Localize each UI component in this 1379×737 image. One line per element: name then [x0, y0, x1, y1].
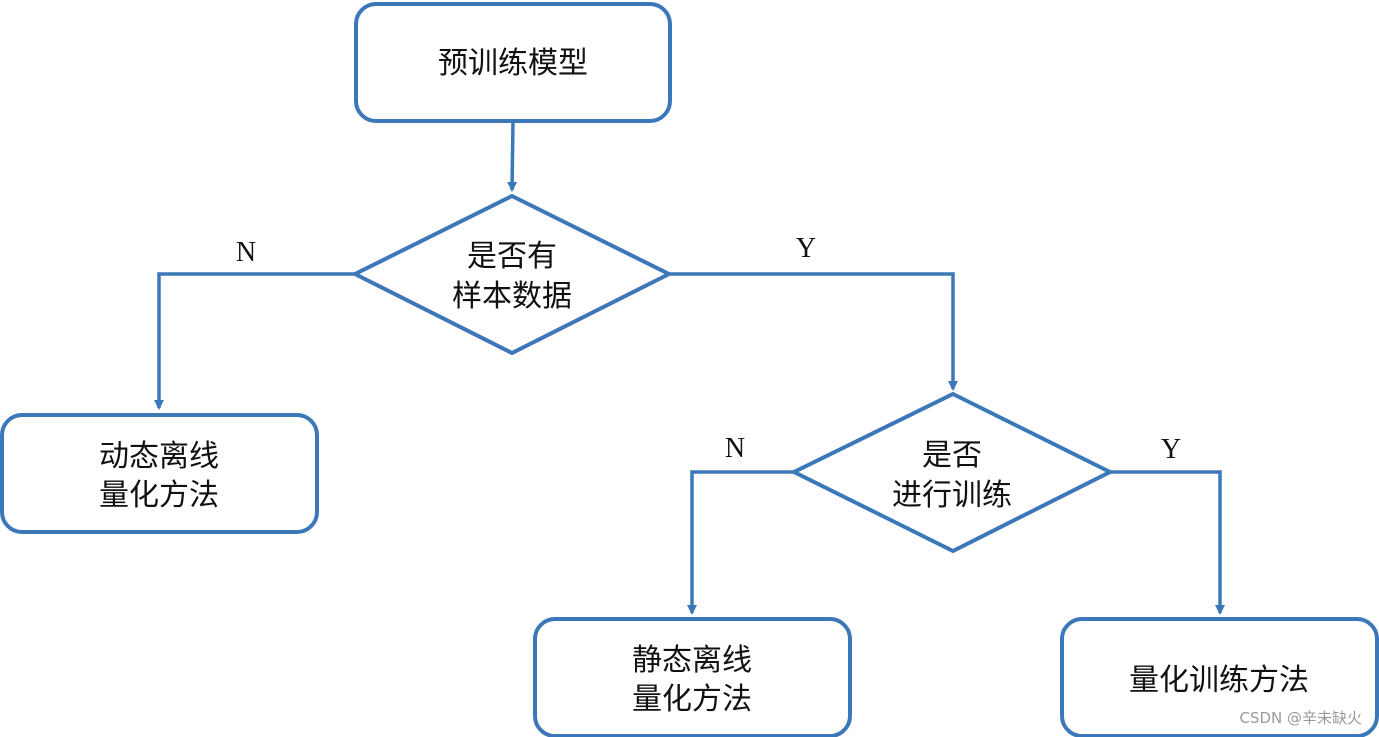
decision1-node — [350, 193, 674, 356]
decision2-yes-label: Y — [1161, 434, 1181, 465]
dynamic-quant-node — [0, 413, 319, 534]
start-label: 预训练模型 — [438, 46, 588, 81]
decision1-yes-label: Y — [796, 233, 816, 264]
edge-decision2-no — [687, 470, 794, 615]
decision1-no-label: N — [236, 237, 256, 268]
dynamic-label-line1: 动态离线 — [99, 439, 219, 474]
decision2-node — [789, 391, 1115, 554]
train-label: 量化训练方法 — [1129, 663, 1309, 698]
edge-decision1-no — [154, 272, 355, 410]
decision1-label-line1: 是否有 — [467, 239, 557, 274]
decision2-no-label: N — [725, 433, 745, 464]
edge-decision2-yes — [1110, 470, 1225, 615]
decision2-label-line1: 是否 — [922, 438, 982, 473]
edge-start-to-decision1 — [507, 121, 518, 192]
decision2-label-line2: 进行训练 — [892, 478, 1012, 513]
decision1-label-line2: 样本数据 — [452, 279, 572, 314]
edge-decision1-yes — [669, 272, 958, 391]
static-label-line2: 量化方法 — [632, 682, 752, 717]
static-quant-node — [533, 617, 852, 737]
watermark: CSDN @辛未缺火 — [1239, 709, 1362, 727]
train-quant-node — [1060, 617, 1379, 737]
static-label-line1: 静态离线 — [632, 643, 752, 678]
start-node — [354, 2, 672, 123]
dynamic-label-line2: 量化方法 — [99, 478, 219, 513]
